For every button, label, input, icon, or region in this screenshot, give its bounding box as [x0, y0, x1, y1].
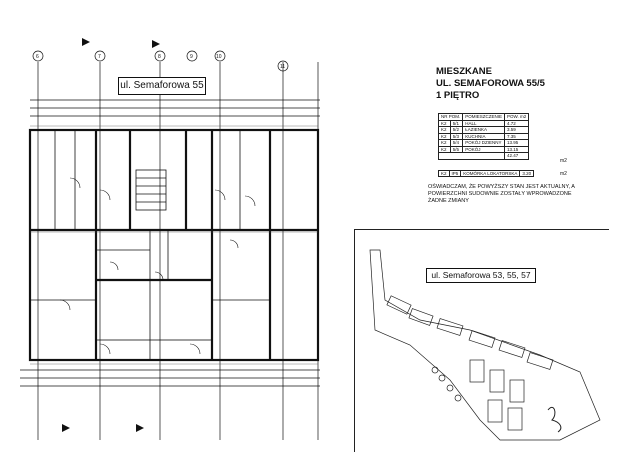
storage-room-table: K2 IP5 KOMÓRKA LOKATORSKA 3.20	[438, 170, 535, 177]
apartment-title-block: MIESZKANE UL. SEMAFOROWA 55/5 1 PIĘTRO	[436, 66, 545, 102]
site-plan-label: ul. Semaforowa 53, 55, 57	[426, 268, 536, 283]
table-row: K2 5/1 HALL 4.72	[438, 119, 530, 127]
title-line-2: UL. SEMAFOROWA 55/5	[436, 78, 545, 89]
storage-unit: m2	[560, 171, 567, 177]
declaration-text: OŚWIADCZAM, ŻE POWYŻSZY STAN JEST AKTUAL…	[428, 184, 575, 204]
cell-room-name: POKÓJ DZIENNY	[462, 139, 506, 147]
room-area-table: NR POM. POMIESZCZENIE POW. m2 K2 5/1 HAL…	[437, 113, 530, 160]
table-row: K2 5/4 POKÓJ DZIENNY 13.95	[438, 139, 530, 147]
table-row: K2 IP5 KOMÓRKA LOKATORSKA 3.20	[438, 170, 535, 177]
cell-room-name: KOMÓRKA LOKATORSKA	[460, 170, 521, 177]
cell-area: 3.20	[519, 170, 535, 177]
header-room-area: POW. m2	[504, 113, 530, 121]
svg-text:7: 7	[98, 54, 101, 60]
svg-text:6: 6	[36, 54, 39, 60]
table-header-row: NR POM. POMIESZCZENIE POW. m2	[437, 113, 530, 121]
title-line-1: MIESZKANE	[436, 66, 492, 77]
header-room-name: POMIESZCZENIE	[462, 113, 506, 121]
svg-text:11: 11	[280, 64, 285, 70]
street-label-box: ul. Semaforowa 55	[118, 77, 206, 95]
svg-text:8: 8	[158, 54, 161, 60]
cell-room-no: IP5	[448, 170, 462, 177]
title-line-3: 1 PIĘTRO	[436, 90, 480, 101]
header-room-number: NR POM.	[437, 113, 464, 121]
total-area: 42.47	[504, 152, 530, 160]
svg-text:9: 9	[190, 54, 193, 60]
total-unit: m2	[560, 158, 567, 164]
cell-building: K2	[438, 119, 451, 127]
cell-building: K2	[438, 170, 450, 177]
total-label-cell	[437, 152, 506, 160]
svg-text:10: 10	[216, 54, 222, 60]
site-plan-frame	[354, 229, 609, 452]
table-row: K2 5/2 ŁAZIENKA 3.59	[438, 126, 530, 134]
table-row: K2 5/3 KUCHNIA 7.35	[438, 132, 530, 140]
cell-area: 4.72	[504, 119, 530, 127]
table-total-row: 42.47	[437, 152, 530, 160]
